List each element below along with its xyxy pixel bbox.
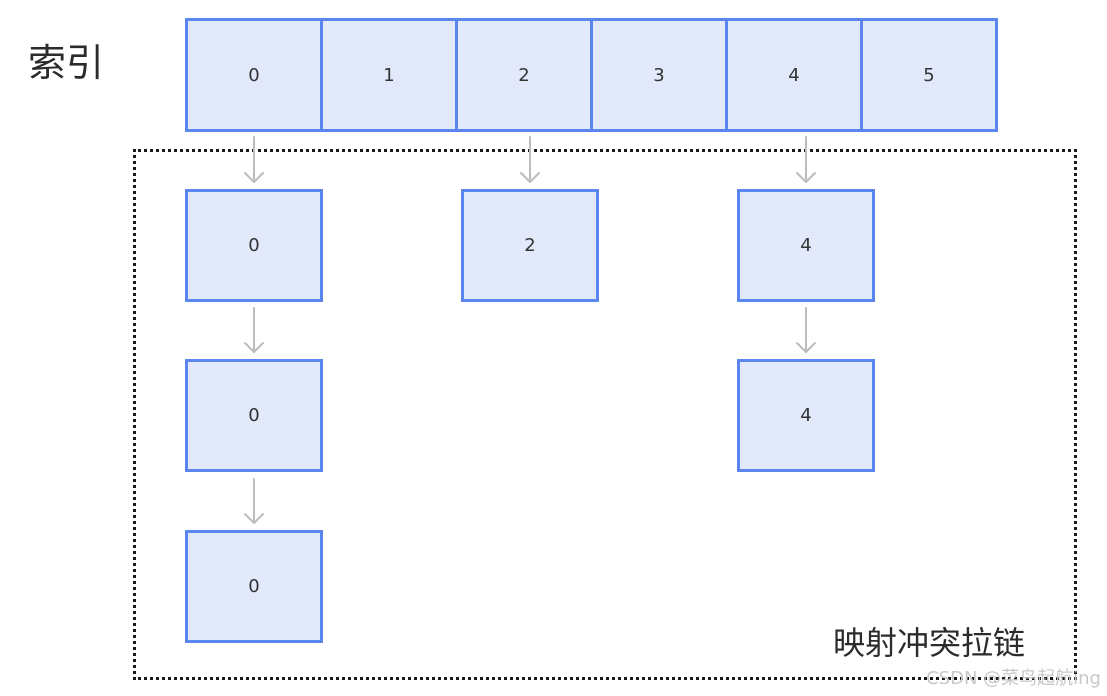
index-label: 索引 [28,41,105,85]
chain-node-2-1: 2 [461,189,599,302]
watermark: CSDN @菜鸟起航ing [926,668,1101,689]
index-cell-3: 3 [590,18,728,132]
index-array: 0 1 2 3 4 5 [185,18,1013,132]
chain-node-0-1: 0 [185,189,323,302]
chain-node-4-1: 4 [737,189,875,302]
chain-node-4-2: 4 [737,359,875,472]
collision-chain-label: 映射冲突拉链 [833,624,1026,662]
index-cell-5: 5 [860,18,998,132]
chain-node-0-3: 0 [185,530,323,643]
index-cell-1: 1 [320,18,458,132]
collision-chain-region [133,149,1077,680]
chain-node-0-2: 0 [185,359,323,472]
index-cell-4: 4 [725,18,863,132]
index-cell-2: 2 [455,18,593,132]
index-cell-0: 0 [185,18,323,132]
